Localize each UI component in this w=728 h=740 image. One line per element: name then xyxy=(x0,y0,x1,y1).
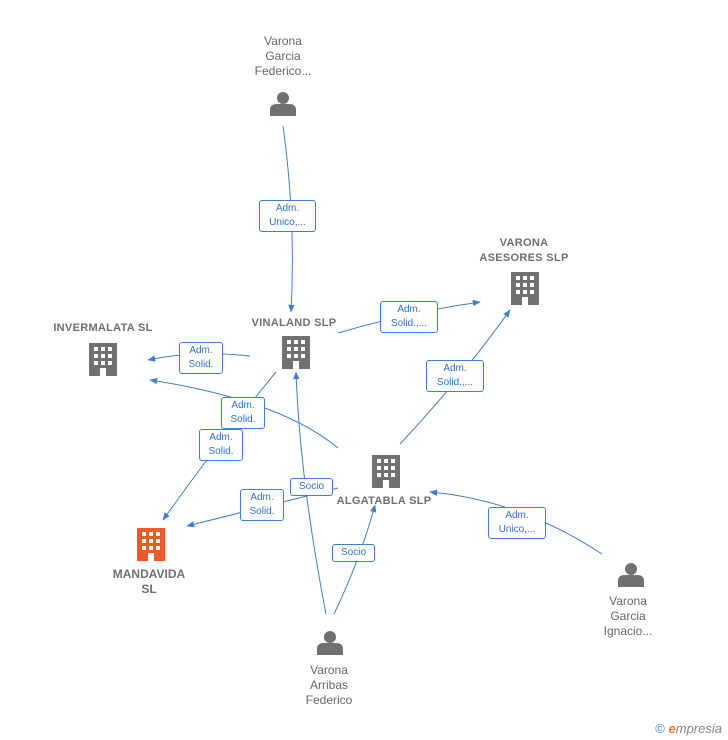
brand-logo-e: e xyxy=(668,721,676,736)
edge-label-arribas-vinaland: Socio xyxy=(290,478,333,496)
person-icon[interactable] xyxy=(270,92,296,116)
node-label-mandavida[interactable]: MANDAVIDA SL xyxy=(112,567,186,596)
edge-label-ignacio-algatabla: Adm. Unico,... xyxy=(488,507,546,539)
edge-label-vinaland-invermalata: Adm. Solid. xyxy=(179,342,223,374)
node-label-varona-garcia-ignacio[interactable]: Varona Garcia Ignacio... xyxy=(603,594,653,638)
edge-label-algatabla-mandavida: Adm. Solid. xyxy=(240,489,284,521)
building-icon[interactable] xyxy=(282,336,310,369)
node-label-vinaland[interactable]: VINALAND SLP xyxy=(251,317,337,329)
person-icon[interactable] xyxy=(317,631,343,655)
footer-brand: © empresia xyxy=(655,721,722,736)
node-label-varona-garcia-federico[interactable]: Varona Garcia Federico... xyxy=(254,34,312,78)
building-icon[interactable] xyxy=(511,272,539,305)
edge-label-federico-vinaland: Adm. Unico,... xyxy=(259,200,316,232)
brand-logo-text: mpresia xyxy=(675,721,722,736)
edge-label-algatabla-asesores: Adm. Solid.,... xyxy=(426,360,484,392)
node-label-varona-asesores[interactable]: VARONA ASESORES SLP xyxy=(479,237,569,264)
building-icon[interactable] xyxy=(372,455,400,488)
edge-label-arribas-algatabla: Socio xyxy=(332,544,375,562)
node-label-invermalata[interactable]: INVERMALATA SL xyxy=(53,322,153,334)
building-icon-focus[interactable] xyxy=(137,528,165,561)
edge-label-vinaland-asesores: Adm. Solid.,... xyxy=(380,301,438,333)
person-icon[interactable] xyxy=(618,563,644,587)
node-label-algatabla[interactable]: ALGATABLA SLP xyxy=(336,495,432,507)
edge-label-vinaland-mandavida: Adm. Solid. xyxy=(199,429,243,461)
node-label-varona-arribas[interactable]: Varona Arribas Federico xyxy=(305,663,353,707)
building-icon[interactable] xyxy=(89,343,117,376)
copyright-icon: © xyxy=(655,721,665,736)
edge-label-algatabla-invermalata: Adm. Solid. xyxy=(221,397,265,429)
